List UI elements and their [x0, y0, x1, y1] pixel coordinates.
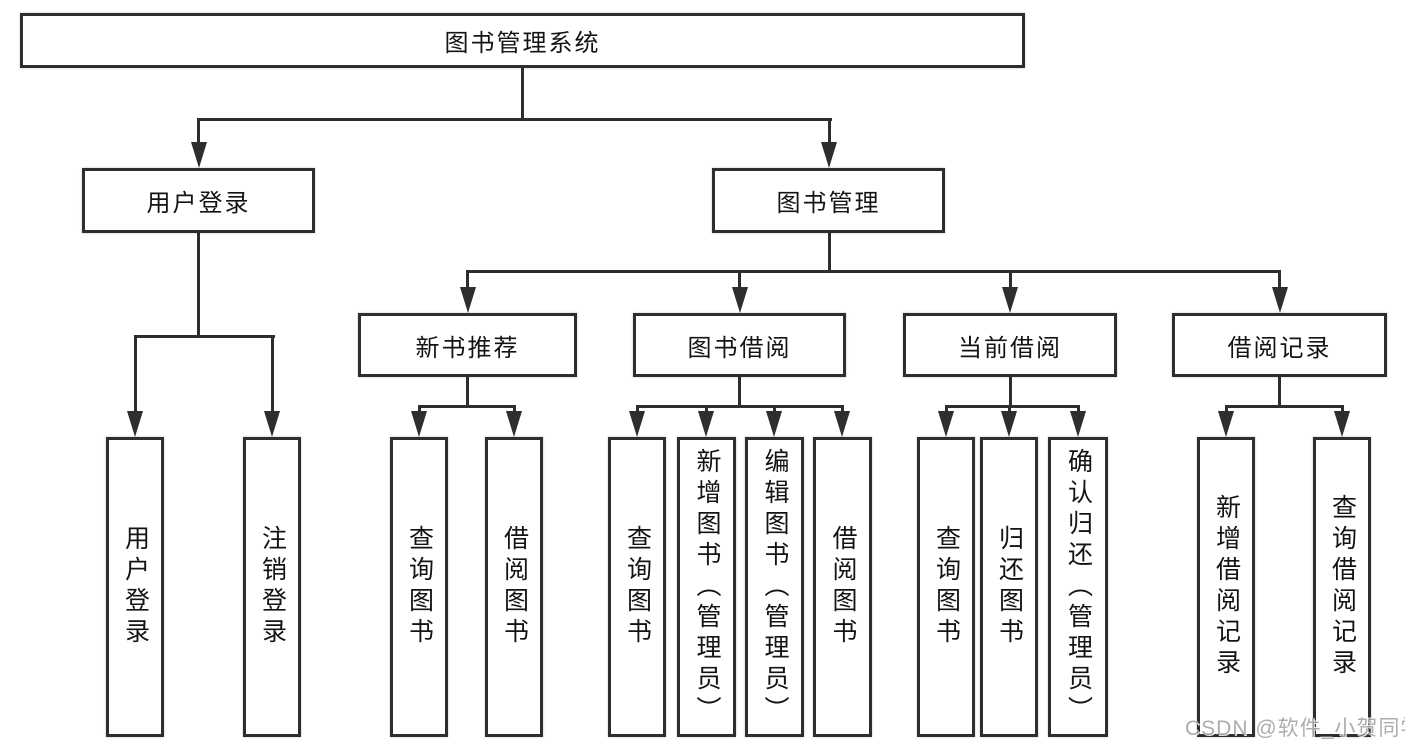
connector — [133, 335, 275, 338]
leaf-recommend-query-books: 查询图书 — [390, 437, 448, 737]
connector — [1278, 270, 1281, 289]
arrow-down-icon — [629, 411, 645, 437]
connector — [738, 377, 741, 408]
arrow-down-icon — [698, 411, 714, 437]
node-current-borrow: 当前借阅 — [903, 313, 1117, 377]
arrow-down-icon — [731, 287, 748, 313]
connector — [738, 270, 741, 289]
arrow-down-icon — [190, 142, 207, 168]
connector — [521, 68, 524, 121]
connector — [1340, 405, 1344, 413]
connector — [827, 118, 831, 144]
node-borrow-records: 借阅记录 — [1172, 313, 1387, 377]
connector — [944, 405, 1080, 408]
node-book-borrow: 图书借阅 — [633, 313, 846, 377]
connector — [133, 335, 137, 413]
arrow-down-icon — [938, 411, 954, 437]
arrow-down-icon — [1218, 411, 1234, 437]
connector — [1008, 377, 1012, 408]
connector — [772, 405, 776, 413]
connector — [1007, 405, 1011, 413]
leaf-current-confirm-return-admin: 确认归还（管理员） — [1048, 437, 1108, 737]
connector — [840, 405, 844, 413]
arrow-down-icon — [264, 411, 280, 437]
leaf-current-query-books: 查询图书 — [917, 437, 975, 737]
connector — [512, 405, 516, 413]
node-root: 图书管理系统 — [20, 13, 1025, 68]
arrow-down-icon — [834, 411, 850, 437]
leaf-records-add-record: 新增借阅记录 — [1197, 437, 1255, 737]
watermark: CSDN @软件_小贺同学 — [1185, 717, 1405, 740]
connector — [197, 233, 200, 338]
arrow-down-icon — [506, 411, 522, 437]
arrow-down-icon — [1001, 411, 1017, 437]
connector — [197, 118, 200, 144]
connector — [1008, 270, 1012, 289]
leaf-current-return-books: 归还图书 — [980, 437, 1038, 737]
connector — [1278, 377, 1281, 408]
node-book-management: 图书管理 — [712, 168, 945, 233]
node-user-login: 用户登录 — [82, 168, 315, 233]
connector — [417, 405, 516, 408]
arrow-down-icon — [127, 411, 143, 437]
connector — [417, 405, 421, 413]
leaf-borrow-query-books: 查询图书 — [608, 437, 666, 737]
arrow-down-icon — [1070, 411, 1086, 437]
leaf-logout: 注销登录 — [243, 437, 301, 737]
node-new-book-recommend: 新书推荐 — [358, 313, 577, 377]
connector — [270, 335, 274, 413]
connector — [466, 377, 469, 408]
connector — [1224, 405, 1344, 408]
arrow-down-icon — [766, 411, 782, 437]
connector — [704, 405, 708, 413]
connector — [827, 233, 831, 273]
connector — [635, 405, 639, 413]
arrow-down-icon — [1334, 411, 1350, 437]
leaf-borrow-borrow-books: 借阅图书 — [813, 437, 872, 737]
connector — [1076, 405, 1080, 413]
arrow-down-icon — [459, 287, 476, 313]
leaf-borrow-add-books-admin: 新增图书（管理员） — [677, 437, 736, 737]
arrow-down-icon — [1002, 287, 1018, 313]
arrow-down-icon — [821, 142, 837, 168]
connector — [944, 405, 948, 413]
leaf-borrow-edit-books-admin: 编辑图书（管理员） — [745, 437, 804, 737]
arrow-down-icon — [1271, 287, 1288, 313]
connector — [635, 405, 844, 408]
leaf-records-query-record: 查询借阅记录 — [1313, 437, 1371, 737]
connector — [466, 270, 469, 289]
leaf-user-login: 用户登录 — [106, 437, 164, 737]
connector — [466, 270, 1281, 273]
arrow-down-icon — [411, 411, 427, 437]
connector — [196, 118, 832, 121]
leaf-recommend-borrow-books: 借阅图书 — [485, 437, 543, 737]
connector — [1224, 405, 1228, 413]
